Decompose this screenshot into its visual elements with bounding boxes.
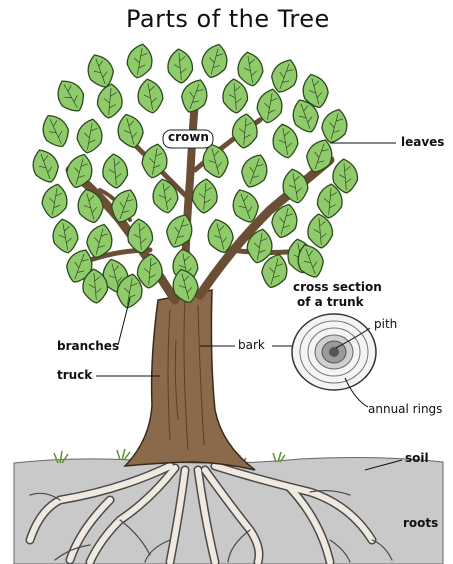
- tree-trunk: [125, 290, 255, 470]
- bark-label: bark: [238, 339, 265, 353]
- roots-label: roots: [403, 517, 438, 531]
- leaves-label: leaves: [401, 136, 444, 150]
- annual-rings-label: annual rings: [368, 403, 442, 417]
- pith-label: pith: [374, 318, 397, 332]
- page-title: Parts of the Tree: [126, 6, 330, 34]
- cross-section-label-line1: cross section: [293, 281, 382, 295]
- cross-section-label-line2: of a trunk: [297, 296, 364, 310]
- crown-label: crown: [168, 131, 209, 145]
- trunk-cross-section: [292, 314, 376, 390]
- soil-label: soil: [405, 452, 429, 466]
- branches-label: branches: [57, 340, 119, 354]
- truck-label: truck: [57, 369, 92, 383]
